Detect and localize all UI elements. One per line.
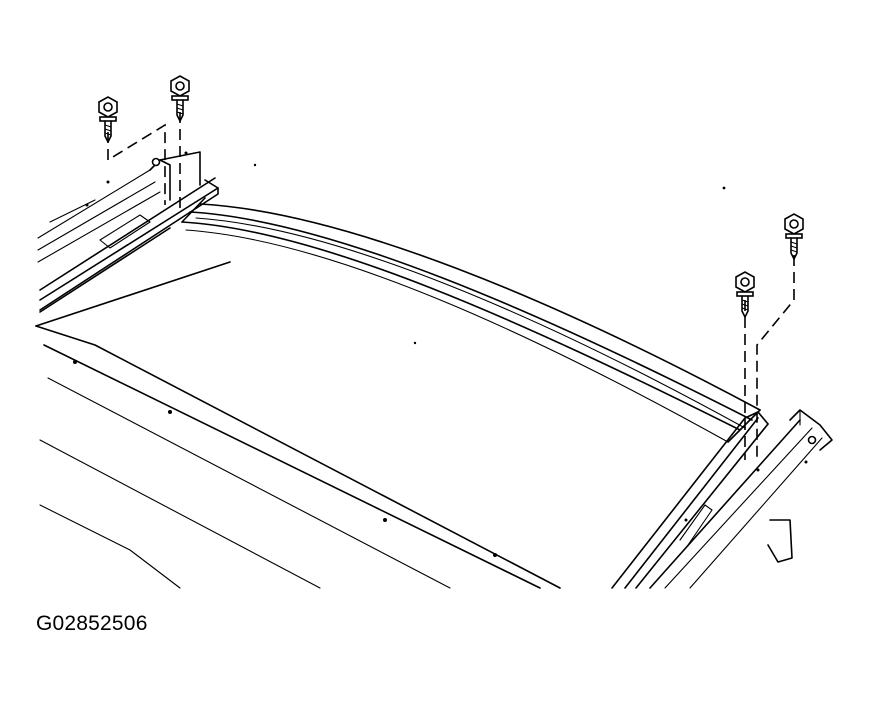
screw-4 [784,213,804,260]
figure-id-label: G02852506 [36,612,148,635]
right-guide-rail [611,409,833,589]
glass-seal [181,197,761,443]
left-guide-rail [37,151,219,313]
leader-lines [107,112,795,460]
screw-1 [98,96,118,143]
screw-3 [735,271,755,318]
sunroof-glass-panel-diagram [35,75,833,589]
roof-panel [35,163,726,589]
screw-2 [170,75,190,122]
